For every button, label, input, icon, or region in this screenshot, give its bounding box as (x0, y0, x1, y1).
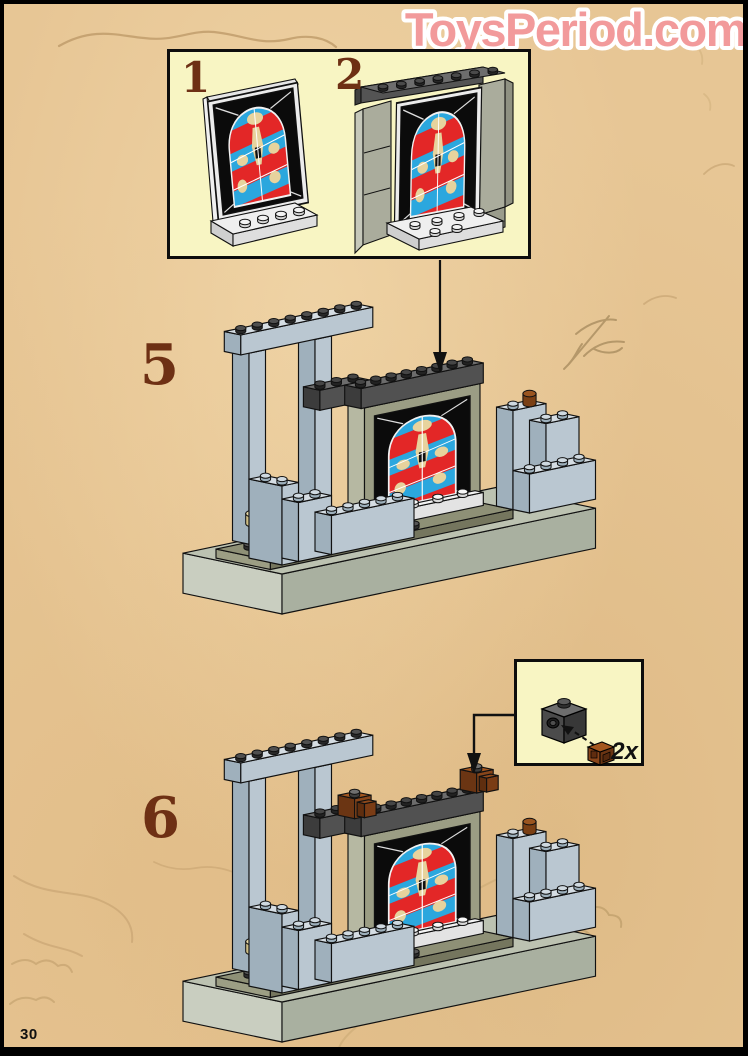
instruction-arrows (433, 260, 515, 774)
step-5-label: 5 (140, 332, 179, 398)
substeps-illustration (202, 66, 514, 255)
substep-1-label: 1 (181, 53, 211, 102)
down-arrow-icon (433, 260, 447, 373)
callout-count-label: 2x (610, 738, 639, 765)
parts-callout-illustration: 2x (540, 698, 640, 766)
page-number: 30 (20, 1026, 38, 1043)
step-6-label: 6 (141, 785, 180, 851)
step-5-model (182, 300, 597, 615)
watermark: ToysPeriod.com (401, 3, 746, 60)
substep-2-label: 2 (335, 50, 365, 99)
step-6-model (182, 728, 597, 1043)
elbow-down-arrow-icon (467, 713, 515, 774)
watermark-text: ToysPeriod.com (405, 3, 746, 56)
